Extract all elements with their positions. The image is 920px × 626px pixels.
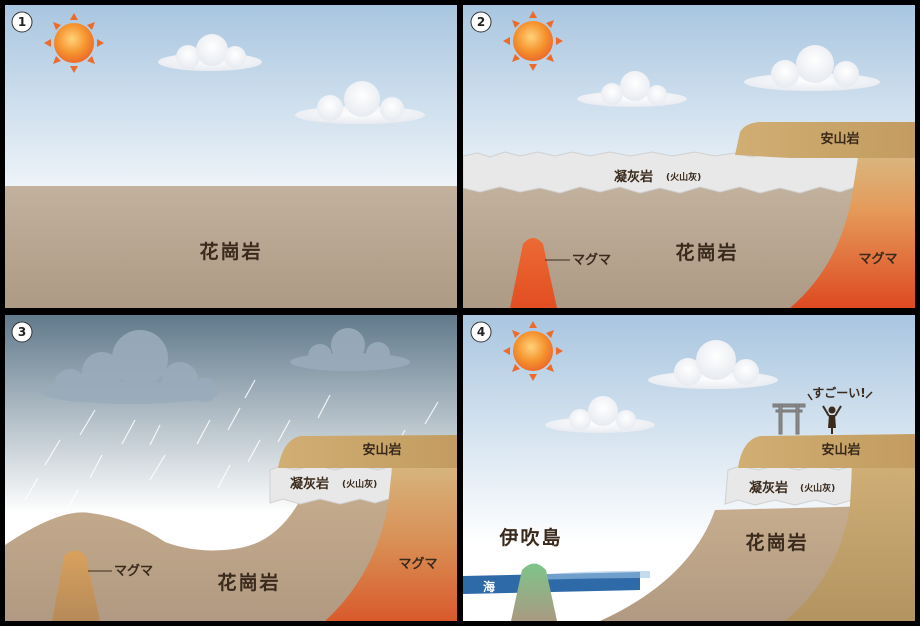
panel-number: 2 (477, 15, 485, 29)
tuff-layer (463, 151, 859, 194)
cliff (785, 468, 915, 621)
sun-icon (44, 13, 104, 73)
andesite-label: 安山岩 (820, 131, 859, 147)
cloud-icon (577, 71, 687, 107)
tuff-label: 凝灰岩 (749, 480, 788, 496)
granite-layer (5, 480, 457, 621)
panel-3: マグマ 花崗岩 安山岩 凝灰岩 (火山灰) マグマ (5, 315, 457, 621)
andesite-layer (735, 122, 915, 160)
sun-icon (503, 321, 563, 381)
panel-4: すごーい! 安山岩 凝灰岩 (火山灰) 花崗岩 伊吹島 海 (463, 315, 915, 621)
tuff-note: (火山灰) (666, 171, 701, 183)
rain-cloud-icon (290, 328, 410, 371)
cloud-icon (545, 396, 655, 433)
andesite-label: 安山岩 (821, 442, 860, 458)
granite-label: 花崗岩 (217, 571, 280, 594)
granite-layer (5, 186, 457, 308)
island (511, 563, 557, 621)
torii-gate-icon (772, 403, 806, 435)
cloud-icon (158, 34, 262, 71)
tuff-label: 凝灰岩 (290, 476, 329, 492)
magma-body (325, 468, 457, 621)
panel-number: 4 (477, 325, 485, 339)
tuff-note: (火山灰) (800, 482, 835, 494)
andesite-layer (278, 435, 457, 470)
granite-label: 花崗岩 (199, 240, 262, 263)
tuff-note: (火山灰) (342, 478, 377, 490)
cloud-icon (295, 81, 425, 124)
person-icon (822, 405, 842, 434)
island-label: 伊吹島 (498, 526, 562, 549)
sea-label: 海 (483, 579, 495, 594)
granite-label: 花崗岩 (745, 531, 808, 554)
sun-icon (503, 11, 563, 71)
granite-label: 花崗岩 (675, 241, 738, 264)
panel-number: 1 (18, 15, 26, 29)
magma-label: マグマ (572, 252, 611, 268)
cloud-icon (744, 45, 880, 91)
panel-2: マグマ 花崗岩 安山岩 凝灰岩 (火山灰) マグマ (463, 5, 915, 308)
magma-side-label: マグマ (398, 556, 437, 572)
magma-body (790, 158, 915, 308)
magma-intrusion (52, 550, 100, 621)
magma-side-label: マグマ (858, 251, 897, 267)
magma-intrusion (510, 238, 557, 308)
cloud-icon (648, 340, 778, 389)
rain-cloud-icon (42, 330, 218, 404)
andesite-layer (738, 434, 915, 470)
exclamation: すごーい! (812, 385, 865, 400)
magma-label: マグマ (114, 563, 153, 579)
panel-number: 3 (18, 325, 26, 339)
andesite-label: 安山岩 (362, 442, 401, 458)
tuff-label: 凝灰岩 (614, 169, 653, 185)
panel-1: 花崗岩 (5, 5, 457, 308)
